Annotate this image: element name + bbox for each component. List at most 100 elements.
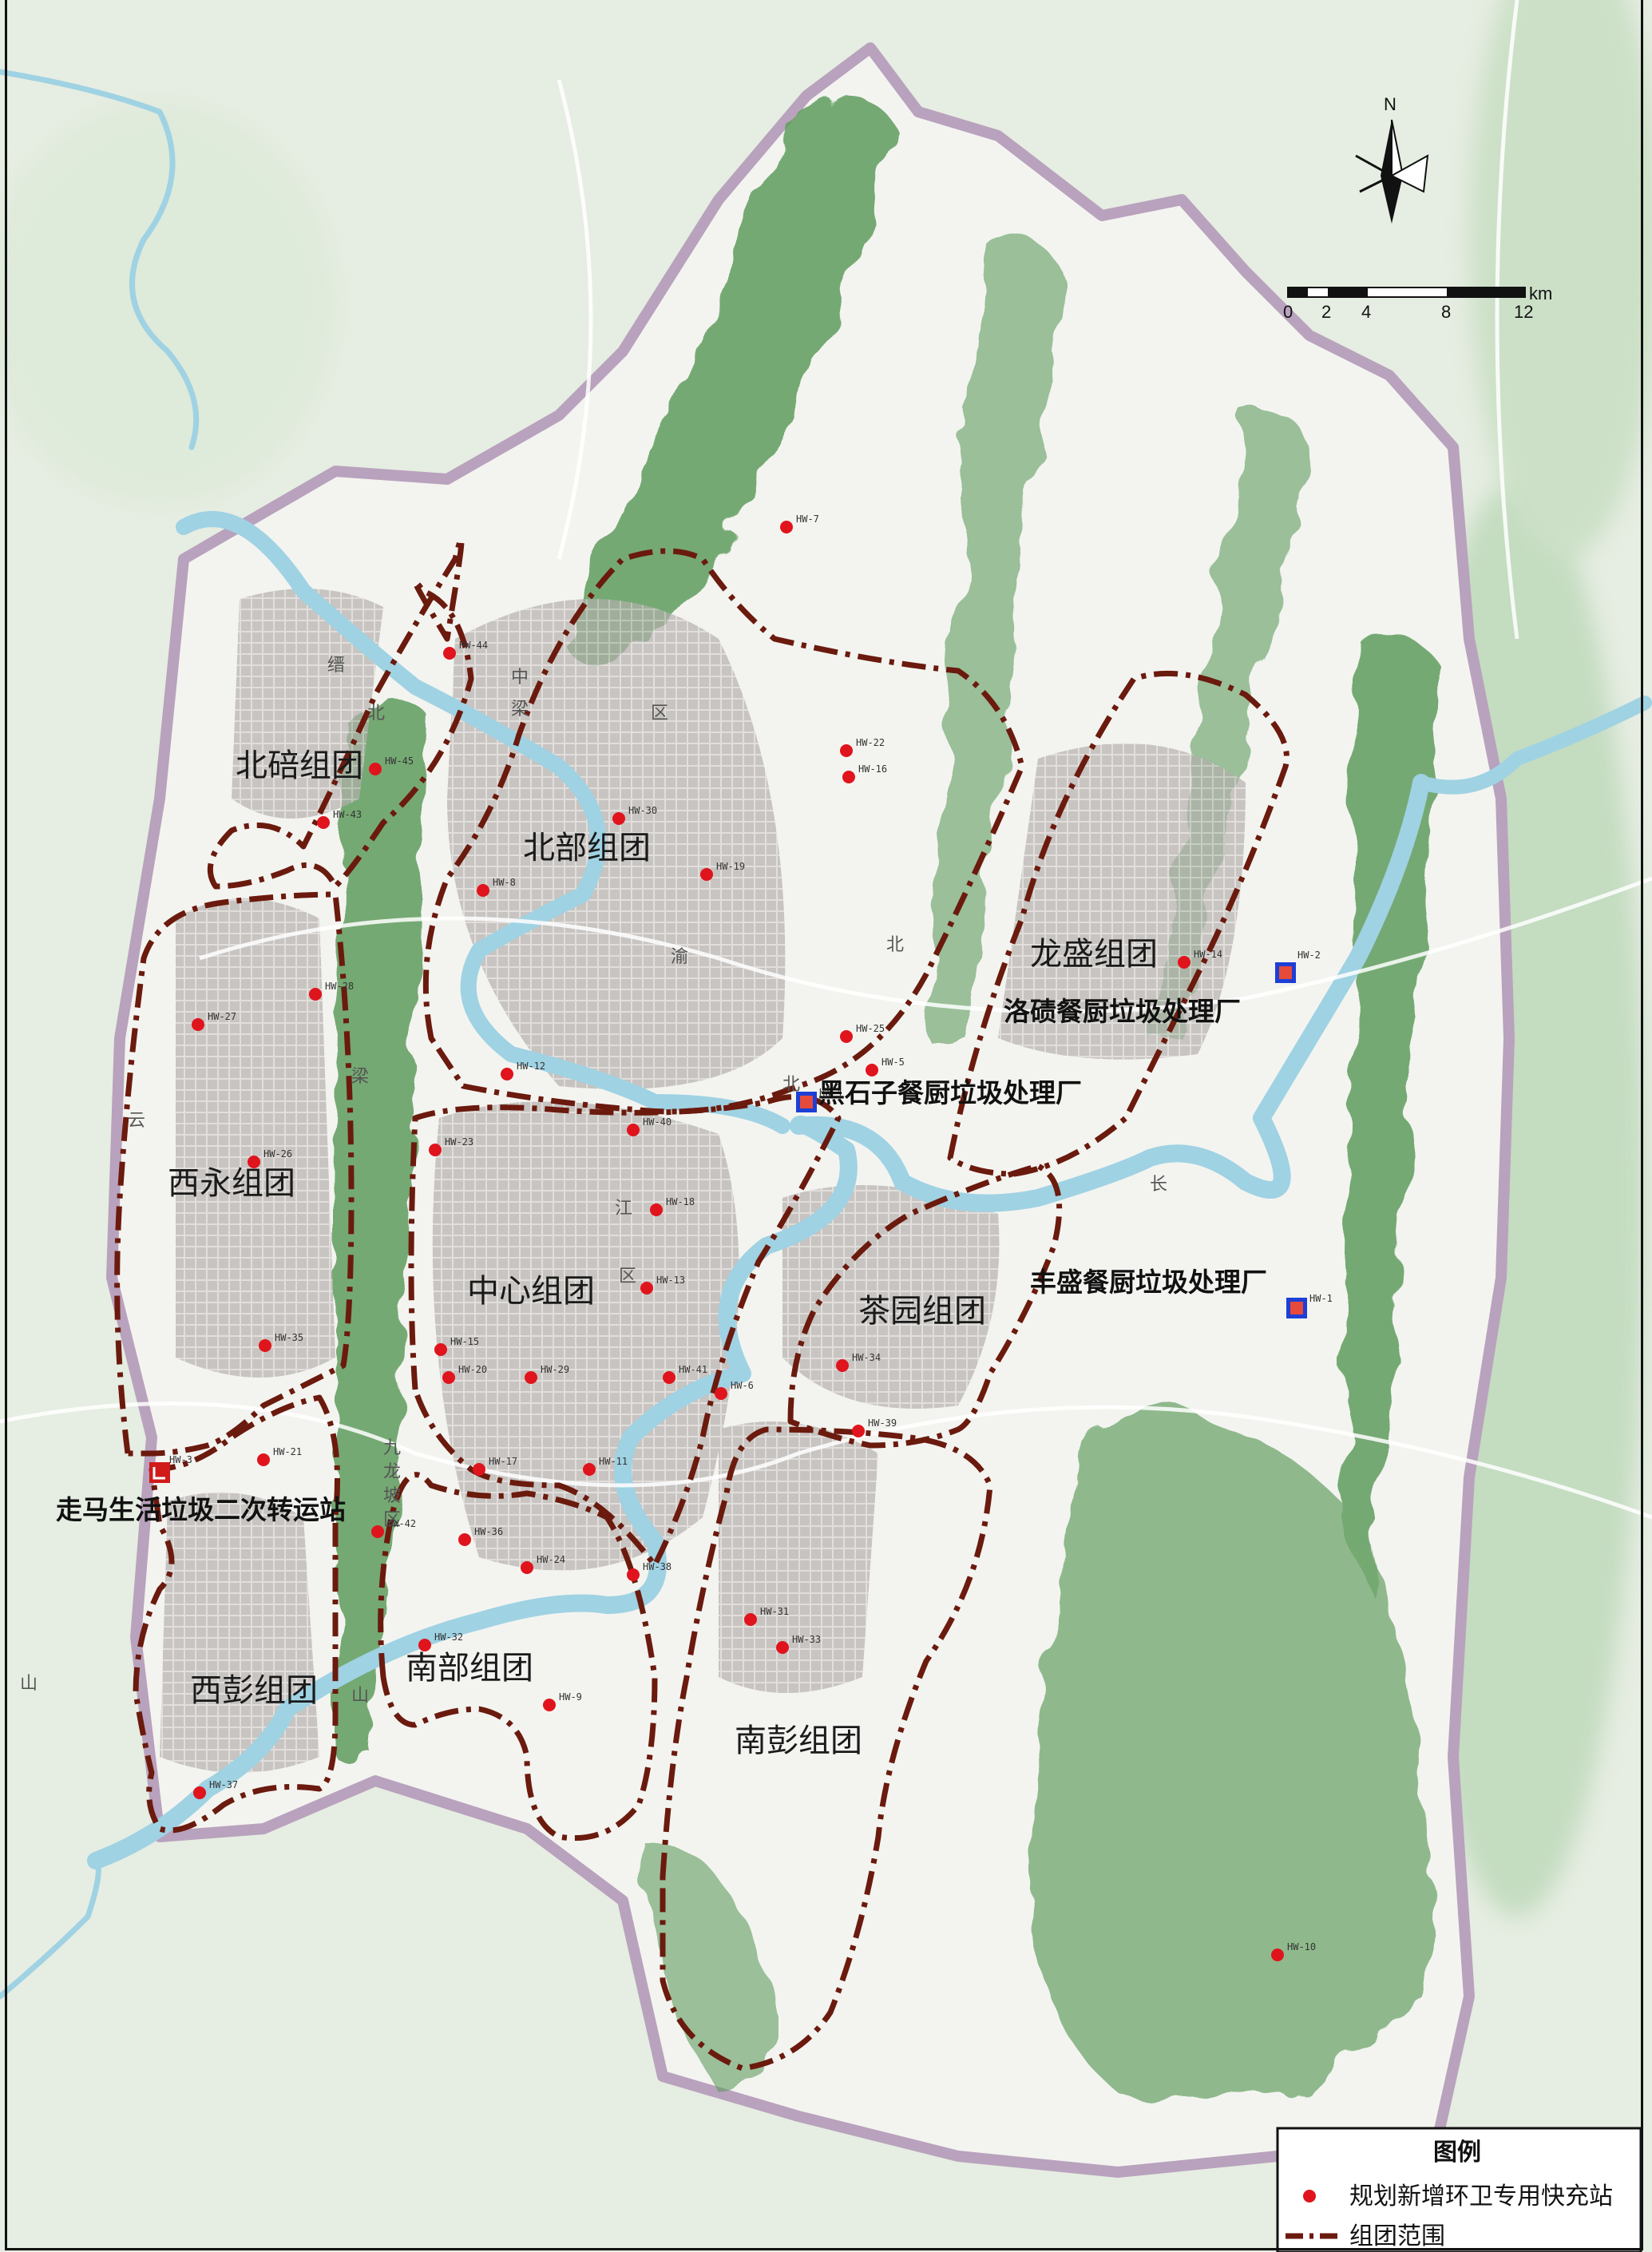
charging-station-hw-39[interactable]: HW-39 — [852, 1417, 897, 1437]
station-dot[interactable] — [842, 771, 855, 783]
station-dot[interactable] — [612, 812, 625, 825]
place-mark-yu: 渝 — [671, 947, 688, 967]
charging-station-hw-36[interactable]: HW-36 — [458, 1526, 503, 1546]
station-label: HW-23 — [445, 1136, 473, 1148]
station-dot[interactable] — [1271, 1949, 1284, 1961]
facility-marker-heishizi[interactable]: HW-4 — [796, 1087, 842, 1112]
station-dot[interactable] — [259, 1339, 271, 1352]
station-dot[interactable] — [627, 1124, 640, 1136]
charging-station-hw-35[interactable]: HW-35 — [259, 1332, 303, 1352]
charging-station-hw-20[interactable]: HW-20 — [442, 1364, 487, 1384]
station-label: HW-33 — [792, 1634, 821, 1645]
charging-station-hw-9[interactable]: HW-9 — [543, 1691, 582, 1711]
station-dot[interactable] — [429, 1144, 442, 1156]
charging-station-hw-42[interactable]: HW-42 — [371, 1518, 416, 1538]
station-dot[interactable] — [836, 1359, 849, 1372]
station-dot[interactable] — [1178, 956, 1190, 969]
place-mark-yun: 云 — [128, 1111, 145, 1131]
facility-marker-luoqi[interactable]: HW-2 — [1275, 950, 1321, 983]
place-mark-liang-2: 梁 — [351, 1067, 369, 1087]
station-dot[interactable] — [780, 521, 793, 533]
charging-station-hw-12[interactable]: HW-12 — [501, 1061, 545, 1080]
charging-station-hw-11[interactable]: HW-11 — [583, 1456, 628, 1476]
charging-station-hw-40[interactable]: HW-40 — [627, 1116, 671, 1136]
place-mark-zhong: 中 — [511, 668, 529, 688]
charging-station-hw-45[interactable]: HW-45 — [369, 755, 414, 775]
station-label: HW-31 — [760, 1606, 789, 1617]
station-dot[interactable] — [543, 1699, 556, 1711]
charging-station-hw-44[interactable]: HW-44 — [443, 640, 488, 660]
charging-station-hw-13[interactable]: HW-13 — [640, 1275, 685, 1295]
station-dot[interactable] — [473, 1463, 485, 1476]
charging-station-hw-24[interactable]: HW-24 — [521, 1554, 565, 1574]
station-dot[interactable] — [248, 1156, 260, 1168]
station-dot[interactable] — [583, 1463, 596, 1476]
charging-station-hw-27[interactable]: HW-27 — [192, 1011, 236, 1031]
station-dot[interactable] — [715, 1387, 727, 1400]
charging-station-hw-7[interactable]: HW-7 — [780, 513, 819, 533]
charging-station-hw-26[interactable]: HW-26 — [248, 1148, 292, 1168]
station-dot[interactable] — [418, 1639, 431, 1651]
station-dot[interactable] — [434, 1343, 447, 1356]
station-dot[interactable] — [627, 1568, 640, 1581]
station-dot[interactable] — [369, 763, 382, 775]
charging-station-hw-21[interactable]: HW-21 — [257, 1446, 302, 1466]
station-dot[interactable] — [477, 884, 489, 897]
charging-station-hw-28[interactable]: HW-28 — [309, 981, 354, 1001]
charging-station-hw-43[interactable]: HW-43 — [317, 809, 362, 829]
charging-station-hw-34[interactable]: HW-34 — [836, 1352, 881, 1372]
station-dot[interactable] — [525, 1371, 537, 1384]
station-dot[interactable] — [193, 1786, 206, 1799]
station-dot[interactable] — [257, 1453, 270, 1466]
station-dot[interactable] — [663, 1371, 675, 1384]
charging-station-hw-8[interactable]: HW-8 — [477, 877, 516, 897]
station-dot[interactable] — [866, 1064, 878, 1076]
station-dot[interactable] — [458, 1533, 471, 1546]
charging-station-hw-6[interactable]: HW-6 — [715, 1380, 754, 1400]
station-dot[interactable] — [700, 868, 713, 881]
station-dot[interactable] — [501, 1068, 513, 1080]
boundary-chayuan — [787, 1163, 1063, 1449]
charging-station-hw-18[interactable]: HW-18 — [650, 1196, 695, 1216]
station-dot[interactable] — [776, 1641, 789, 1654]
station-label: HW-36 — [474, 1526, 503, 1537]
facility-marker-zouma[interactable]: HW-3 — [149, 1454, 192, 1483]
station-label: HW-20 — [458, 1364, 487, 1375]
charging-station-hw-22[interactable]: HW-22 — [840, 737, 885, 757]
charging-station-hw-23[interactable]: HW-23 — [429, 1136, 473, 1156]
station-dot[interactable] — [317, 816, 330, 829]
charging-station-hw-5[interactable]: HW-5 — [866, 1057, 905, 1076]
station-dot[interactable] — [371, 1525, 384, 1538]
charging-station-hw-30[interactable]: HW-30 — [612, 805, 657, 825]
charging-station-hw-15[interactable]: HW-15 — [434, 1336, 479, 1356]
station-dot[interactable] — [852, 1425, 865, 1437]
station-dot[interactable] — [443, 647, 456, 660]
station-label: HW-45 — [385, 755, 414, 767]
station-dot[interactable] — [640, 1282, 653, 1295]
charging-station-hw-31[interactable]: HW-31 — [744, 1606, 789, 1626]
charging-station-hw-10[interactable]: HW-10 — [1271, 1941, 1316, 1961]
charging-station-hw-25[interactable]: HW-25 — [840, 1023, 885, 1043]
station-dot[interactable] — [840, 1030, 853, 1043]
charging-station-hw-19[interactable]: HW-19 — [700, 861, 745, 881]
charging-station-hw-38[interactable]: HW-38 — [627, 1561, 671, 1581]
charging-station-hw-41[interactable]: HW-41 — [663, 1364, 707, 1384]
charging-station-hw-17[interactable]: HW-17 — [473, 1456, 517, 1476]
station-dot[interactable] — [744, 1613, 757, 1626]
scale-tick-2: 2 — [1321, 302, 1331, 322]
charging-station-hw-29[interactable]: HW-29 — [525, 1364, 569, 1384]
charging-station-hw-37[interactable]: HW-37 — [193, 1779, 238, 1799]
station-dot[interactable] — [840, 744, 853, 757]
charging-station-hw-33[interactable]: HW-33 — [776, 1634, 821, 1654]
station-dot[interactable] — [650, 1203, 663, 1216]
charging-station-hw-32[interactable]: HW-32 — [418, 1632, 463, 1651]
station-dot[interactable] — [521, 1561, 533, 1574]
station-label: HW-34 — [852, 1352, 881, 1363]
station-dot[interactable] — [442, 1371, 455, 1384]
facility-marker-fengsheng[interactable]: HW-1 — [1286, 1293, 1333, 1318]
station-dot[interactable] — [309, 988, 322, 1001]
charging-station-hw-16[interactable]: HW-16 — [842, 763, 887, 783]
charging-station-hw-14[interactable]: HW-14 — [1178, 949, 1222, 969]
station-dot[interactable] — [192, 1018, 204, 1031]
